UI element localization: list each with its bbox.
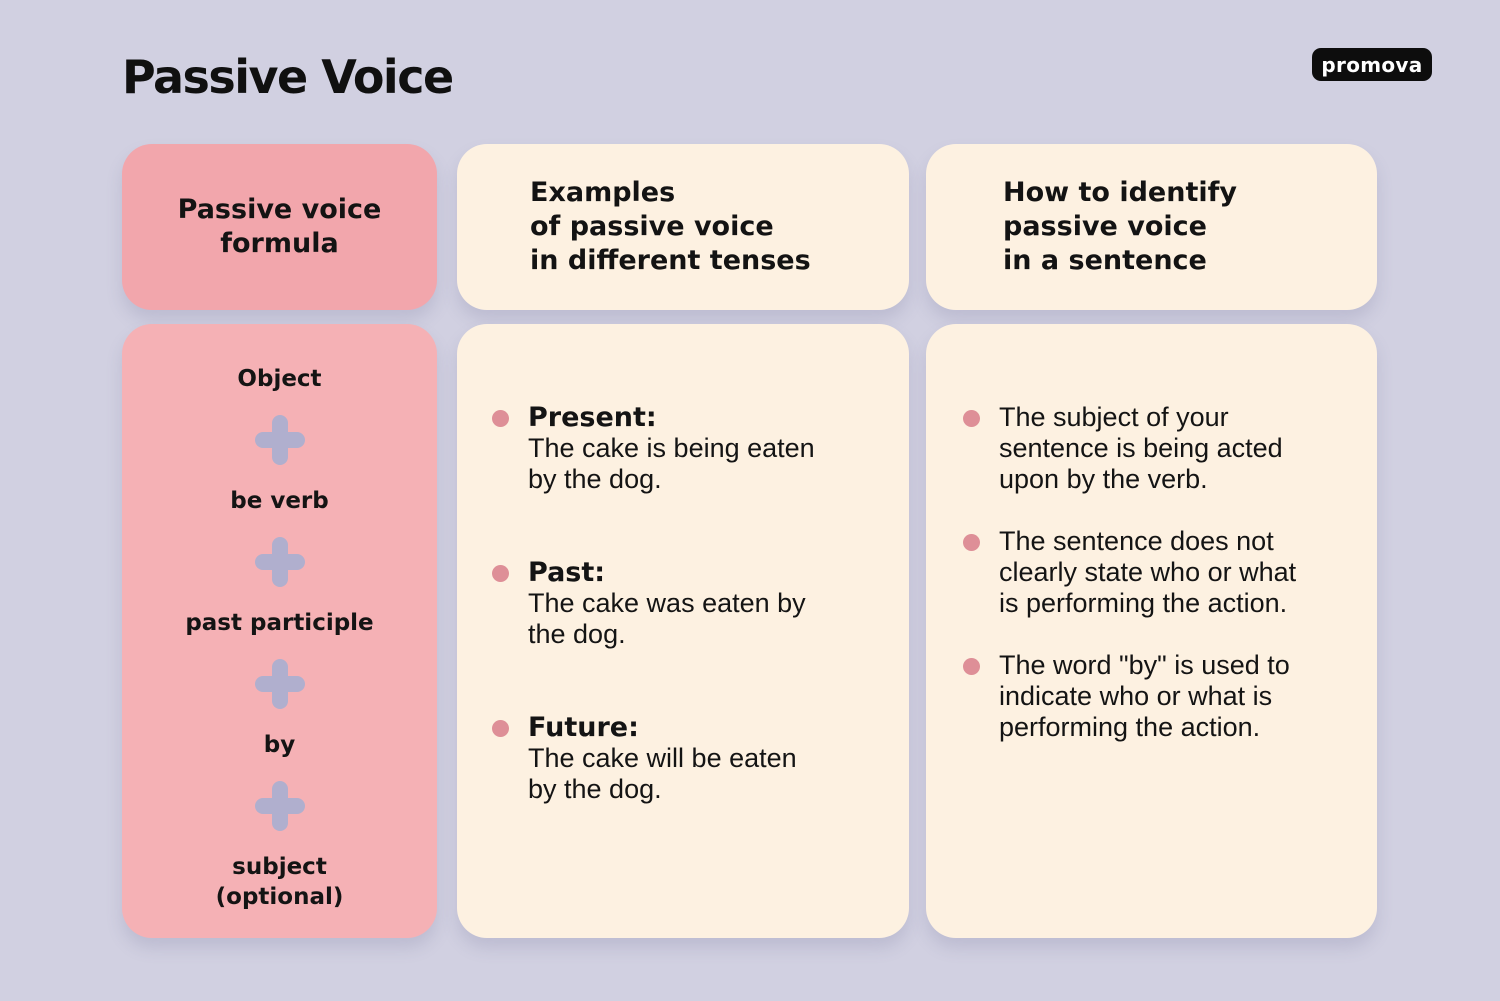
list-item: The sentence does not clearly state who …: [963, 526, 1357, 619]
plus-icon: [254, 659, 305, 709]
example-sentence: The cake will be eaten by the dog.: [528, 743, 797, 804]
examples-header-text: Examples of passive voice in different t…: [530, 177, 811, 276]
tense-label: Future:: [528, 712, 639, 743]
list-item: Past: The cake was eaten by the dog.: [492, 557, 889, 650]
examples-header-card: Examples of passive voice in different t…: [457, 144, 909, 310]
promova-logo-text: promova: [1321, 52, 1423, 77]
formula-step-object: Object: [237, 366, 322, 392]
identify-body-card: The subject of your sentence is being ac…: [926, 324, 1377, 938]
promova-logo: promova: [1312, 48, 1432, 81]
bullet-icon: [492, 565, 509, 582]
formula-step-be-verb: be verb: [230, 488, 329, 514]
identify-header-card: How to identify passive voice in a sente…: [926, 144, 1377, 310]
example-sentence: The cake was eaten by the dog.: [528, 588, 806, 649]
bullet-icon: [492, 720, 509, 737]
plus-icon: [254, 537, 305, 587]
formula-step-past-participle: past participle: [185, 610, 374, 636]
identify-point: The sentence does not clearly state who …: [999, 526, 1297, 618]
identify-point: The subject of your sentence is being ac…: [999, 402, 1283, 494]
tense-label: Past:: [528, 557, 606, 588]
examples-body-card: Present: The cake is being eaten by the …: [457, 324, 909, 938]
bullet-icon: [963, 534, 980, 551]
plus-icon: [254, 415, 305, 465]
formula-step-by: by: [263, 732, 296, 758]
formula-step-subject: subject (optional): [215, 854, 344, 910]
list-item: The word "by" is used to indicate who or…: [963, 650, 1357, 743]
list-item: Present: The cake is being eaten by the …: [492, 402, 889, 495]
tense-label: Present:: [528, 402, 657, 433]
plus-icon: [254, 781, 305, 831]
page-title: Passive Voice: [122, 50, 454, 104]
identify-header-text: How to identify passive voice in a sente…: [1003, 177, 1237, 276]
list-item: Future: The cake will be eaten by the do…: [492, 712, 889, 805]
example-sentence: The cake is being eaten by the dog.: [528, 433, 815, 494]
formula-body-card: Object be verb past participle by subjec…: [122, 324, 437, 938]
bullet-icon: [492, 410, 509, 427]
identify-point: The word "by" is used to indicate who or…: [999, 650, 1290, 742]
bullet-icon: [963, 658, 980, 675]
formula-header-card: Passive voice formula: [122, 144, 437, 310]
formula-header-text: Passive voice formula: [177, 194, 382, 259]
list-item: The subject of your sentence is being ac…: [963, 402, 1357, 495]
bullet-icon: [963, 410, 980, 427]
